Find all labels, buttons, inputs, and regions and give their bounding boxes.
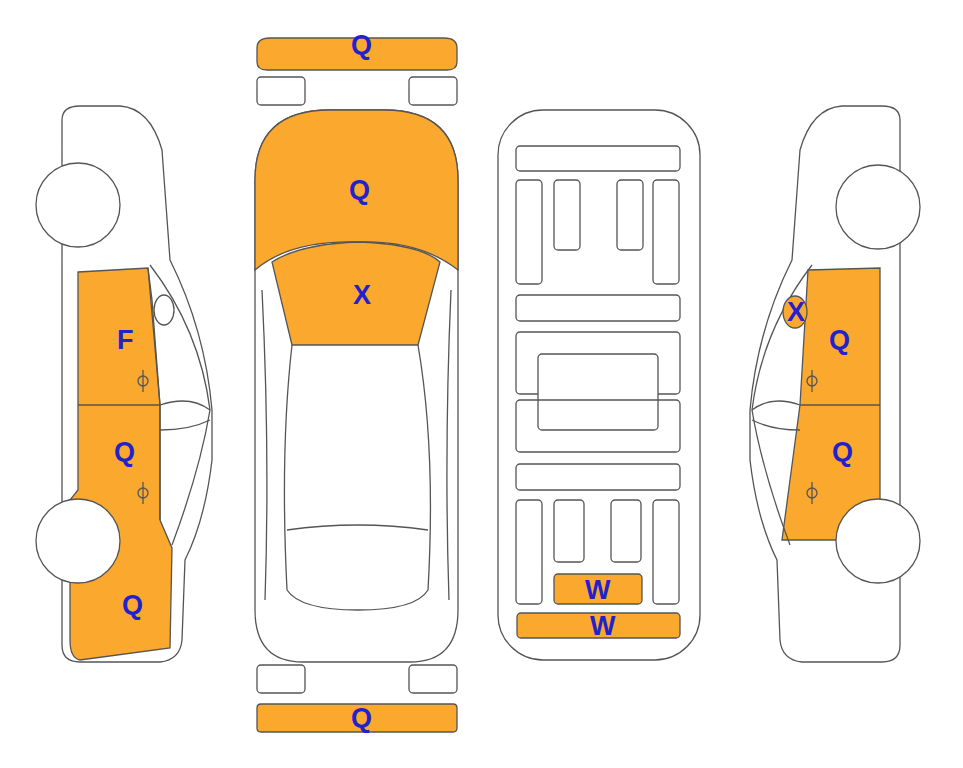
damage-panel: X	[349, 278, 375, 312]
damage-panel: W	[586, 609, 619, 643]
damage-code: F	[117, 325, 134, 355]
damage-code: Q	[351, 703, 372, 733]
damage-code: Q	[351, 30, 372, 60]
damage-panel: Q	[828, 435, 857, 469]
damage-panel: Q	[345, 173, 374, 207]
damage-panel: W	[581, 573, 614, 607]
damage-code: Q	[122, 590, 143, 620]
damage-panel: F	[113, 323, 138, 357]
damage-panel: Q	[825, 323, 854, 357]
damage-panel: Q	[347, 28, 376, 62]
damage-panel: Q	[118, 588, 147, 622]
damage-code: Q	[832, 437, 853, 467]
damage-panel: Q	[347, 701, 376, 735]
damage-code: X	[353, 280, 371, 310]
damage-code: Q	[114, 437, 135, 467]
damage-code: Q	[349, 175, 370, 205]
damage-panel: X	[783, 295, 809, 329]
damage-code: W	[585, 575, 610, 605]
damage-panel: Q	[110, 435, 139, 469]
damage-code: Q	[829, 325, 850, 355]
damage-code: X	[787, 297, 805, 327]
damage-code: W	[590, 611, 615, 641]
